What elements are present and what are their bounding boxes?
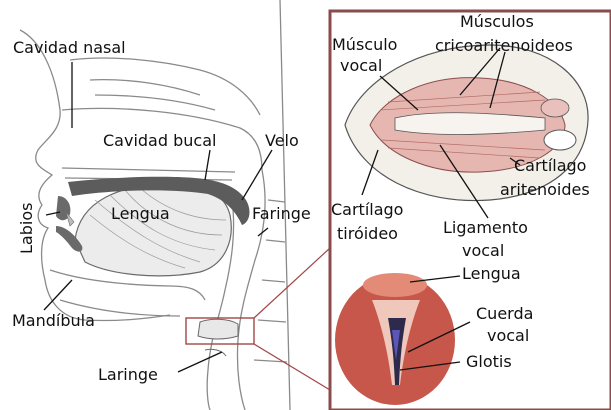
label-labios: Labios	[18, 203, 36, 254]
label-musculo-vocal-2: vocal	[340, 57, 382, 75]
label-cartilago-arit-2: aritenoides	[500, 181, 590, 199]
label-ligamento-1: Ligamento	[443, 219, 528, 237]
label-cartilago-tir-2: tiróideo	[337, 225, 398, 243]
label-faringe: Faringe	[252, 205, 311, 223]
label-musculos-crico-2: cricoaritenoideos	[435, 37, 573, 55]
label-laringe: Laringe	[98, 366, 158, 384]
label-cuerda-1: Cuerda	[476, 305, 533, 323]
label-ligamento-2: vocal	[462, 242, 504, 260]
label-glotis: Glotis	[466, 353, 512, 371]
label-cavidad-nasal: Cavidad nasal	[13, 39, 126, 57]
label-lengua-right: Lengua	[462, 265, 521, 283]
label-cavidad-bucal: Cavidad bucal	[103, 132, 216, 150]
label-mandibula: Mandíbula	[12, 312, 95, 330]
label-musculos-crico-1: Músculos	[460, 13, 534, 31]
label-velo: Velo	[265, 132, 299, 150]
label-musculo-vocal-1: Músculo	[332, 36, 397, 54]
label-cartilago-arit-1: Cartílago	[514, 157, 586, 175]
label-lengua-left: Lengua	[111, 205, 170, 223]
label-cartilago-tir-1: Cartílago	[331, 201, 403, 219]
label-cuerda-2: vocal	[487, 327, 529, 345]
